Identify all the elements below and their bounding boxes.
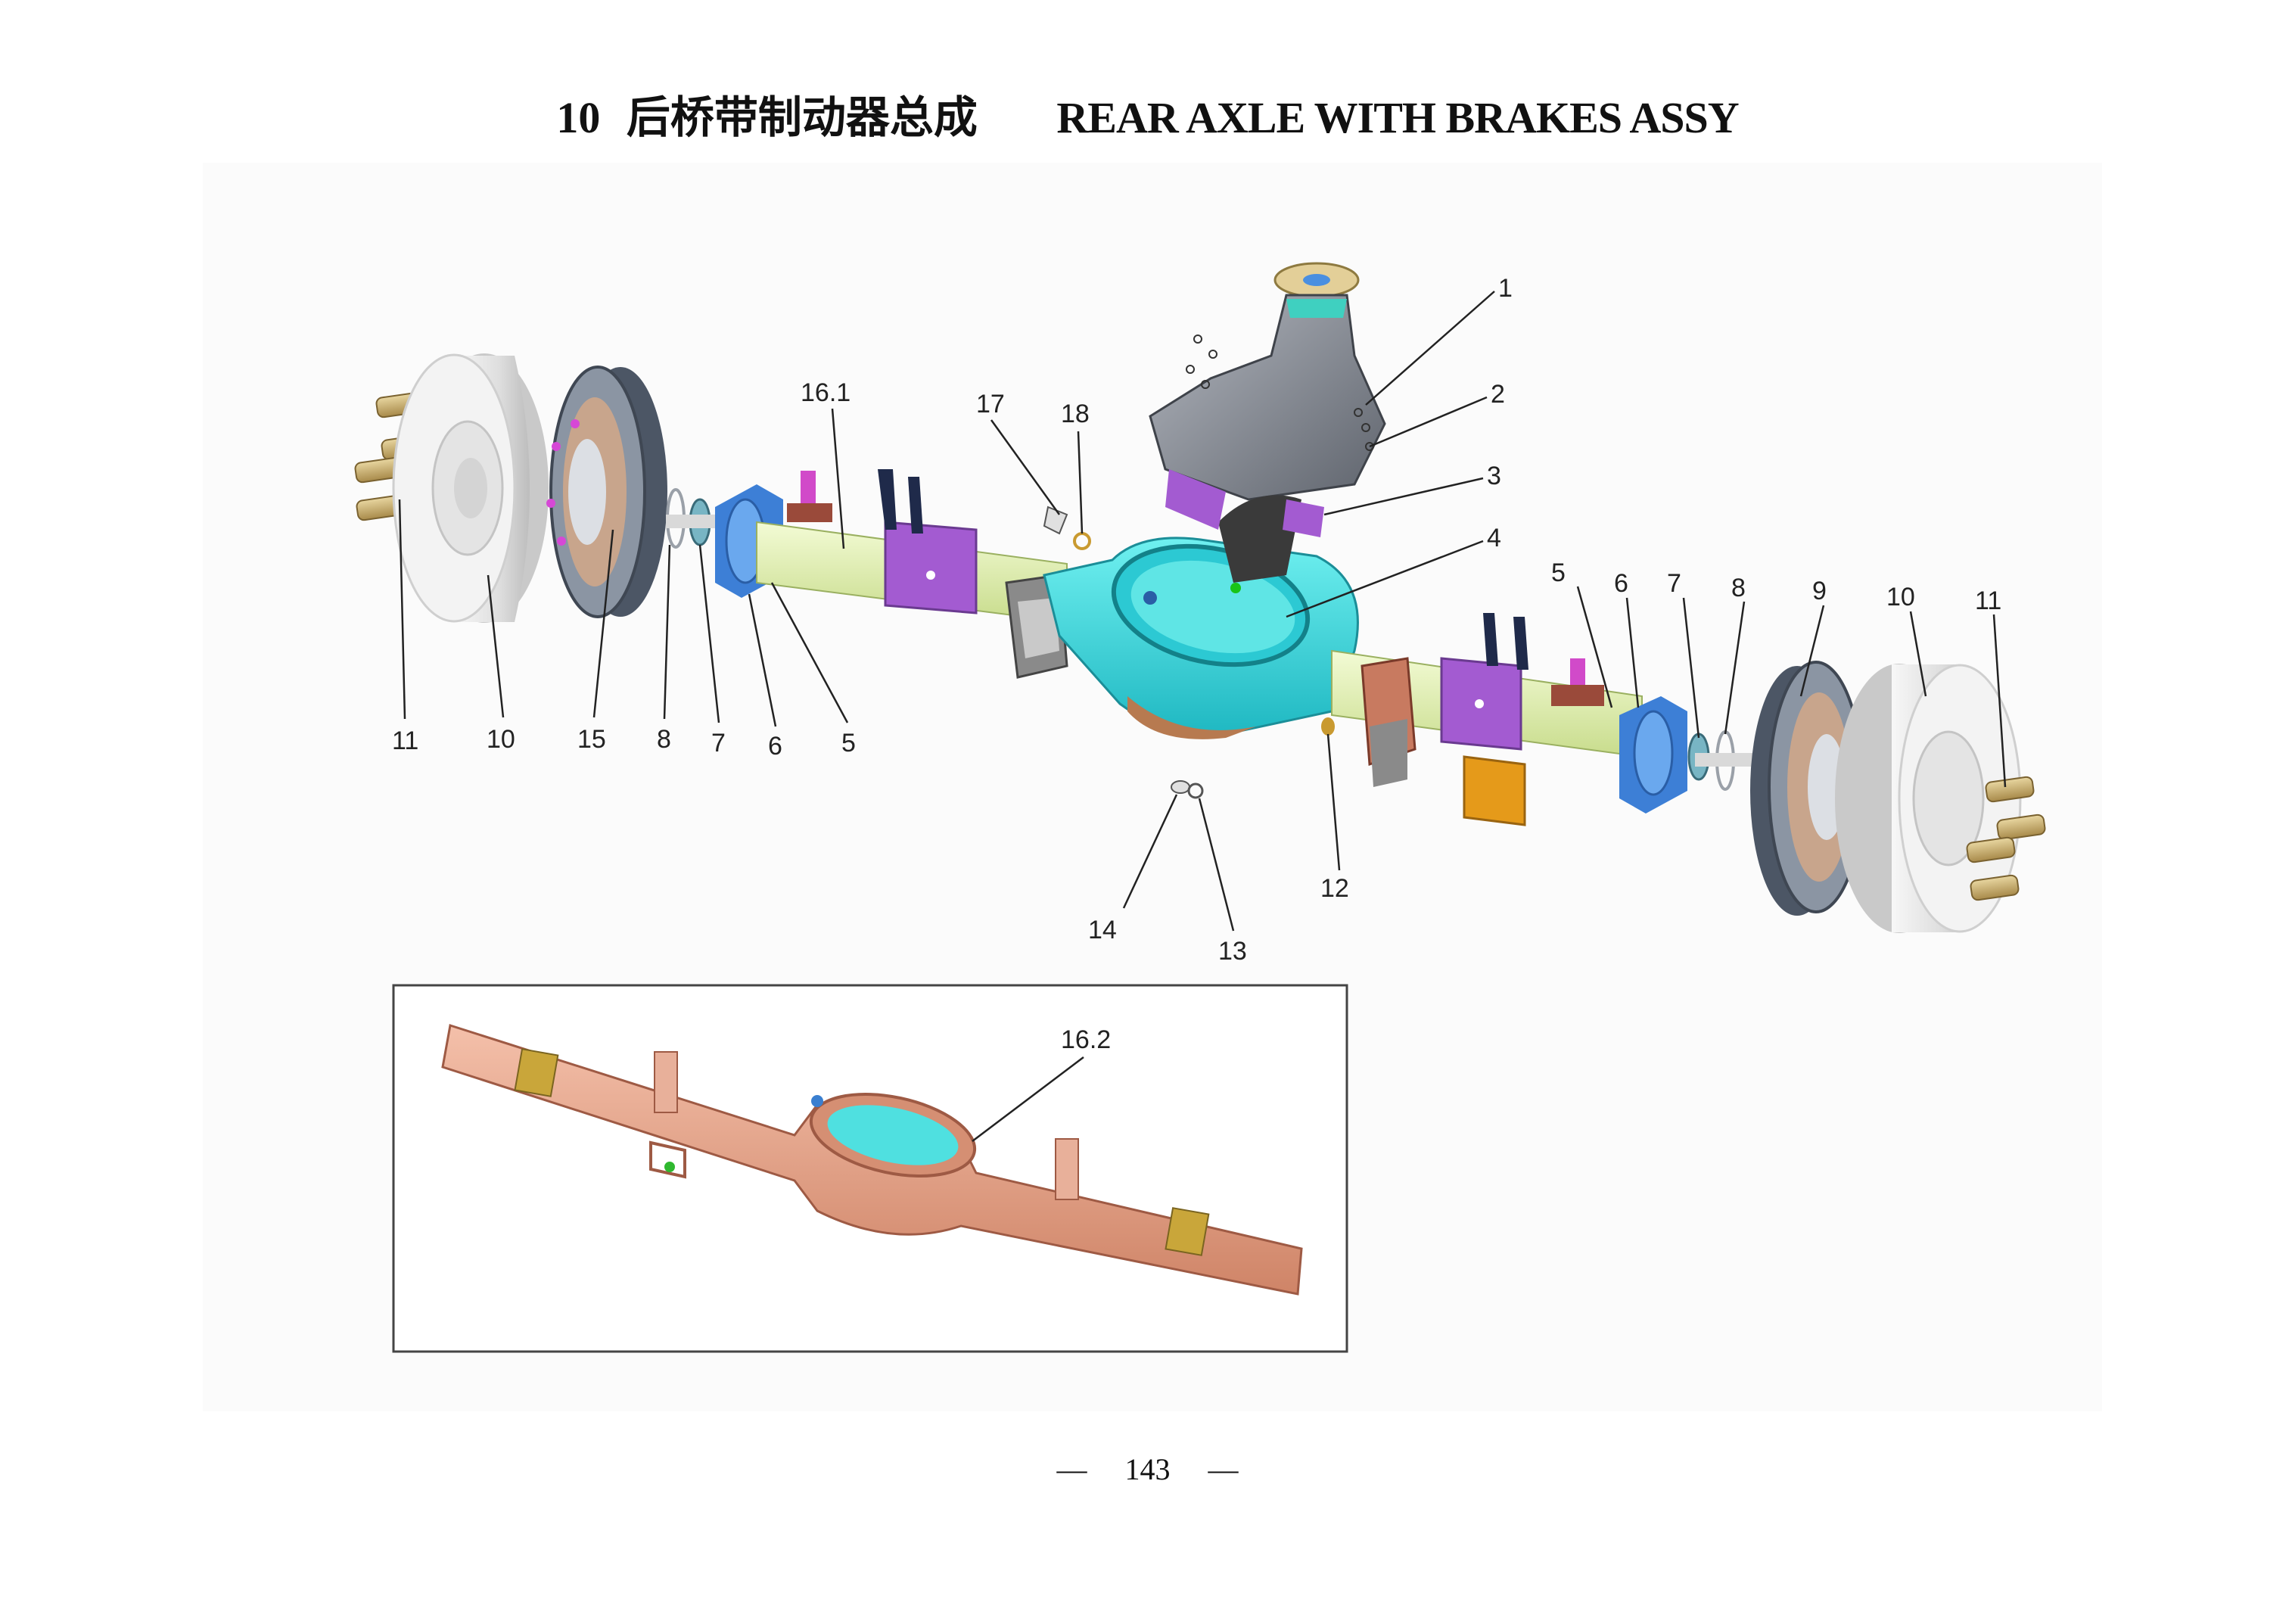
callout-13: 13: [1218, 937, 1247, 966]
title-chinese: 后桥带制动器总成: [626, 92, 978, 143]
callout-7-left: 7: [711, 729, 726, 758]
callout-11-left: 11: [392, 726, 418, 755]
callout-9: 9: [1812, 577, 1827, 605]
inset-box: 16.2: [392, 984, 1348, 1353]
callout-labels: 1 2 3 4 11 10 15 8 7 6 5 16.1 17 18 5 6 …: [392, 274, 2001, 966]
left-brake-assembly: [546, 366, 667, 618]
callout-8-right: 8: [1731, 574, 1746, 602]
breather-and-ring: [1043, 506, 1335, 799]
callout-16-2: 16.2: [1061, 1025, 1111, 1054]
leader-lines: [398, 291, 2007, 932]
callout-4: 4: [1487, 524, 1501, 552]
callout-1: 1: [1498, 274, 1513, 303]
callout-5-right: 5: [1551, 558, 1566, 587]
callout-3: 3: [1487, 462, 1501, 490]
left-brake-drum: [392, 353, 549, 623]
callout-16-1: 16.1: [801, 378, 851, 407]
page-footer: — 143 —: [0, 1451, 2295, 1487]
spring-seat-left: [787, 469, 978, 614]
title-english: REAR AXLE WITH BRAKES ASSY: [1056, 93, 1739, 142]
callout-8-left: 8: [657, 725, 671, 754]
callout-17: 17: [976, 390, 1005, 418]
right-wheel-bolts: [1966, 776, 2046, 901]
callout-10-left: 10: [487, 725, 515, 754]
callout-15: 15: [577, 725, 606, 754]
spring-seat-right: [1440, 613, 1604, 826]
right-brake-drum: [1835, 664, 2022, 933]
footer-dash-left: —: [1056, 1452, 1087, 1486]
section-number: 10: [556, 93, 601, 142]
callout-5-left: 5: [841, 729, 856, 758]
carrier-bolts: [1186, 334, 1374, 451]
callout-2: 2: [1491, 380, 1505, 409]
right-shock-bracket: [1361, 657, 1416, 787]
footer-dash-right: —: [1208, 1452, 1239, 1486]
callout-6-left: 6: [768, 732, 782, 761]
left-seal-rings: [666, 488, 726, 549]
callout-14: 14: [1088, 916, 1117, 944]
page-title: 10 后桥带制动器总成 REAR AXLE WITH BRAKES ASSY: [0, 82, 2295, 145]
right-seal-rings: [1687, 730, 1763, 791]
axle-housing-center: [1043, 537, 1359, 739]
page-number: 143: [1124, 1452, 1171, 1486]
callout-11-right: 11: [1975, 586, 2001, 615]
right-hub-flange: [1619, 696, 1687, 814]
callout-18: 18: [1061, 400, 1090, 428]
differential-carrier: [1149, 262, 1386, 583]
right-brake-assembly: [1750, 661, 1864, 916]
callout-6-right: 6: [1614, 569, 1628, 598]
callout-10-right: 10: [1886, 583, 1915, 611]
callout-12: 12: [1320, 874, 1349, 903]
callout-7-right: 7: [1667, 569, 1681, 598]
